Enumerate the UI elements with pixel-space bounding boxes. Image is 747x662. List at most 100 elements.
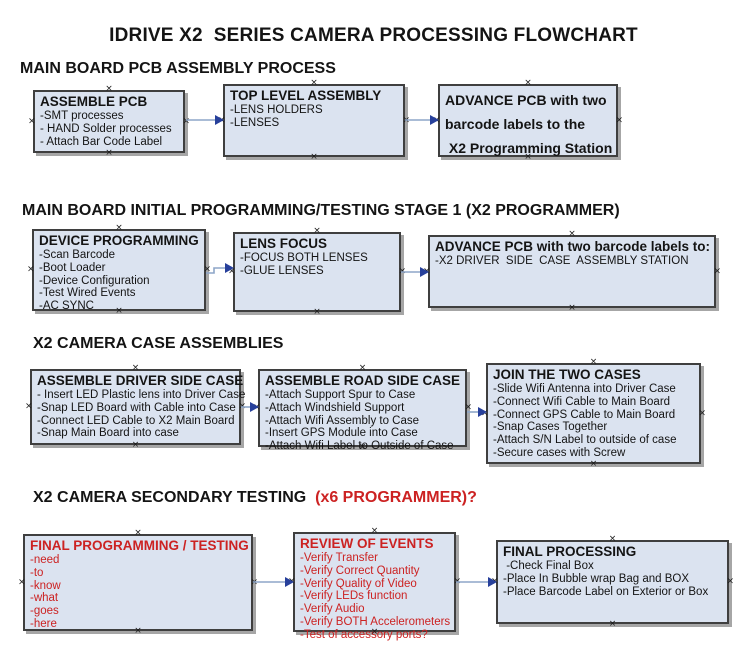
box-item: -Connect GPS Cable to Main Board: [493, 408, 676, 421]
flow-box-assemble-road-side-case[interactable]: ASSEMBLE ROAD SIDE CASE -Attach Support …: [253, 364, 472, 453]
box-item: -GLUE LENSES: [240, 264, 324, 277]
flow-box-assemble-driver-side-case[interactable]: ASSEMBLE DRIVER SIDE CASE - Insert LED P…: [25, 364, 246, 450]
box-item: -Place Barcode Label on Exterior or Box: [503, 585, 709, 598]
arrow-head-icon: [420, 267, 429, 277]
top-connection-anchor-icon: ×: [358, 363, 367, 373]
box-item: -to: [30, 566, 44, 579]
box-item: -Secure cases with Screw: [493, 446, 626, 459]
flow-arrow-lens-focus-to-advance-pcb[interactable]: [401, 266, 429, 278]
arrow-head-icon: [215, 115, 224, 125]
right-connection-anchor-icon: ×: [698, 408, 706, 418]
box-item: -Attach S/N Label to outside of case: [493, 434, 677, 447]
flow-box-assemble-pcb[interactable]: ASSEMBLE PCB -SMT processes - HAND Solde…: [28, 85, 190, 158]
section-heading-initial-programming: MAIN BOARD INITIAL PROGRAMMING/TESTING S…: [22, 202, 620, 220]
flow-box-advance-pcb-driver-side[interactable]: ADVANCE PCB with two barcode labels to: …: [423, 230, 721, 313]
section-heading-text: MAIN BOARD INITIAL PROGRAMMING/TESTING S…: [22, 202, 620, 219]
top-connection-anchor-icon: ×: [134, 528, 142, 538]
page-title: IDRIVE X2 SERIES CAMERA PROCESSING FLOWC…: [109, 25, 638, 46]
arrow-head-icon: [225, 263, 234, 273]
bottom-connection-anchor-icon: ×: [589, 459, 598, 469]
box-item: -Verify Correct Quantity: [300, 564, 420, 577]
box-item: -know: [30, 579, 61, 592]
box-item: -Attach Windshield Support: [265, 401, 405, 414]
top-connection-anchor-icon: ×: [370, 526, 379, 536]
top-connection-anchor-icon: ×: [568, 229, 576, 239]
box-item: -Slide Wifi Antenna into Driver Case: [493, 383, 676, 395]
box-item: - Attach Bar Code Label: [40, 135, 163, 148]
box-item: -Verify Quality of Video: [300, 577, 417, 590]
flow-arrow-assemble-pcb-to-top-level[interactable]: [186, 114, 224, 126]
bottom-connection-anchor-icon: ×: [568, 303, 576, 313]
box-item: -Test of accessory ports?: [300, 628, 428, 641]
box-item: - HAND Solder processes: [40, 122, 172, 135]
flow-box-final-processing[interactable]: FINAL PROCESSING -Check Final Box -Place…: [491, 535, 734, 629]
box-title: DEVICE PROGRAMMING: [39, 233, 199, 248]
box-item: -FOCUS BOTH LENSES: [240, 252, 368, 264]
box-item: -Insert GPS Module into Case: [265, 427, 418, 440]
box-item: - Insert LED Plastic lens into Driver Ca…: [37, 389, 246, 401]
box-item: -LENS HOLDERS: [230, 104, 323, 116]
bottom-connection-anchor-icon: ×: [313, 307, 321, 317]
box-item: -Attach Wifi Assembly to Case: [265, 414, 420, 427]
right-connection-anchor-icon: ×: [713, 266, 721, 276]
flow-box-top-level-assembly[interactable]: TOP LEVEL ASSEMBLY -LENS HOLDERS -LENSES…: [218, 79, 410, 162]
right-connection-anchor-icon: ×: [615, 115, 623, 125]
arrow-head-icon: [250, 402, 259, 412]
flow-box-final-programming-testing[interactable]: FINAL PROGRAMMING / TESTING -need -to -k…: [18, 529, 258, 636]
box-title: LENS FOCUS: [240, 236, 328, 251]
flow-arrow-review-to-final-processing[interactable]: [456, 576, 497, 588]
section-heading-text: X2 CAMERA SECONDARY TESTING: [33, 489, 316, 506]
top-connection-anchor-icon: ×: [589, 357, 598, 367]
flow-arrow-top-level-to-advance-pcb[interactable]: [405, 114, 439, 126]
arrow-line: [206, 267, 225, 274]
box-item: -Scan Barcode: [39, 249, 116, 261]
flow-box-lens-focus[interactable]: LENS FOCUS -FOCUS BOTH LENSES -GLUE LENS…: [228, 227, 406, 317]
box-item: -Verify BOTH Accelerometers: [300, 615, 451, 628]
box-title: FINAL PROGRAMMING / TESTING: [30, 538, 249, 553]
top-connection-anchor-icon: ×: [115, 223, 123, 233]
box-item: -Attach Support Spur to Case: [265, 389, 416, 401]
left-connection-anchor-icon: ×: [27, 264, 35, 275]
flow-box-join-the-two-cases[interactable]: JOIN THE TWO CASES -Slide Wifi Antenna i…: [481, 358, 706, 469]
box-item: -goes: [30, 605, 59, 618]
left-connection-anchor-icon: ×: [25, 401, 33, 412]
top-connection-anchor-icon: ×: [131, 363, 140, 373]
box-title: TOP LEVEL ASSEMBLY: [230, 88, 382, 103]
box-item: -Place In Bubble wrap Bag and BOX: [503, 572, 690, 585]
top-connection-anchor-icon: ×: [310, 78, 318, 88]
box-title: REVIEW OF EVENTS: [300, 536, 434, 551]
right-connection-anchor-icon: ×: [726, 576, 734, 587]
bottom-connection-anchor-icon: ×: [131, 440, 140, 450]
box-item: -Snap LED Board with Cable into Case: [37, 401, 236, 414]
arrow-head-icon: [430, 115, 439, 125]
flow-arrow-final-programming-to-review[interactable]: [253, 576, 294, 588]
box-item: -Device Configuration: [39, 274, 150, 287]
flow-box-advance-pcb-programming-station[interactable]: ADVANCE PCB with two barcode labels to t…: [433, 79, 623, 162]
box-item: -LENSES: [230, 116, 280, 129]
box-title: ADVANCE PCB with two barcode labels to:: [435, 239, 711, 254]
box-title: JOIN THE TWO CASES: [493, 367, 641, 382]
flow-arrow-device-programming-to-lens-focus[interactable]: [206, 261, 234, 279]
arrow-head-icon: [488, 577, 497, 587]
flow-box-device-programming[interactable]: DEVICE PROGRAMMING -Scan Barcode -Boot L…: [27, 224, 211, 316]
flow-box-review-of-events[interactable]: REVIEW OF EVENTS -Verify Transfer -Verif…: [288, 527, 461, 641]
box-title: ASSEMBLE ROAD SIDE CASE: [265, 373, 461, 388]
bottom-connection-anchor-icon: ×: [608, 619, 617, 629]
box-item: -Snap Cases Together: [493, 421, 608, 434]
box-item: -Snap Main Board into case: [37, 427, 179, 440]
box-item: -AC SYNC: [39, 300, 94, 313]
box-item: -Boot Loader: [39, 261, 106, 274]
top-connection-anchor-icon: ×: [524, 78, 532, 88]
box-title: ASSEMBLE DRIVER SIDE CASE: [37, 373, 244, 388]
flow-arrow-driver-side-to-road-side[interactable]: [241, 401, 259, 413]
box-title: ASSEMBLE PCB: [40, 94, 148, 109]
box-item: -X2 DRIVER SIDE CASE ASSEMBLY STATION: [435, 255, 689, 267]
top-connection-anchor-icon: ×: [608, 534, 617, 544]
flow-arrow-road-side-to-join-cases[interactable]: [467, 406, 487, 418]
box-item: -Verify LEDs function: [300, 590, 408, 603]
arrow-head-icon: [478, 407, 487, 417]
box-item: -Verify Transfer: [300, 552, 378, 564]
section-heading-pcb-assembly: MAIN BOARD PCB ASSEMBLY PROCESS: [20, 60, 336, 78]
left-connection-anchor-icon: ×: [28, 116, 36, 126]
